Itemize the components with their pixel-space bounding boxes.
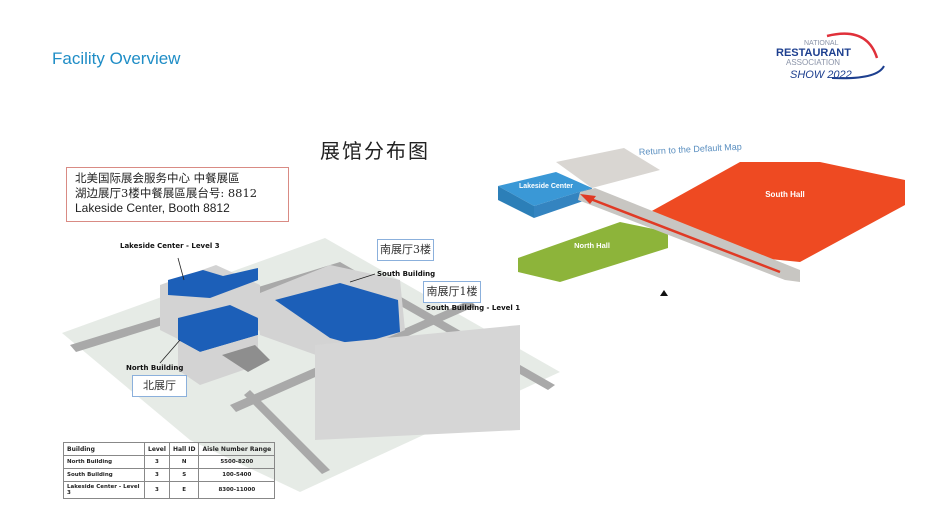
map-title: 展馆分布图 — [320, 139, 430, 163]
page-title: Facility Overview — [52, 49, 181, 68]
north-building — [178, 335, 258, 385]
col-aisle-range: Aisle Number Range — [198, 442, 276, 456]
logo-swoosh-icon: NATIONAL RESTAURANT ASSOCIATION SHOW 202… — [776, 32, 885, 81]
cell-building: Lakeside Center - Level 3 — [63, 481, 145, 499]
col-building: Building — [63, 442, 145, 456]
label-lakeside-level3: Lakeside Center - Level 3 — [120, 242, 220, 250]
the-hotel — [222, 345, 270, 372]
cursor-triangle-icon — [660, 290, 668, 296]
south-hall-level1-cn-label: 南展厅1楼 — [423, 281, 481, 303]
left-isometric-map: Lakeside Center - Level 3 South Building… — [62, 238, 560, 492]
cell-building: North Building — [63, 455, 145, 469]
table-header-row: Building Level Hall ID Aisle Number Rang… — [63, 442, 276, 456]
col-hall-id: Hall ID — [168, 442, 200, 456]
label-south-building-level1: South Building - Level 1 — [426, 304, 520, 312]
svg-text:NATIONAL: NATIONAL — [804, 40, 839, 47]
cell-level: 3 — [144, 468, 170, 482]
table-row: North Building 3 N 5500-8200 — [63, 455, 276, 469]
south-hall-label: South Hall — [765, 190, 805, 199]
svg-text:SHOW 2022: SHOW 2022 — [790, 69, 852, 81]
south-building-lower — [315, 325, 520, 440]
arrow-head-icon — [580, 194, 596, 204]
return-to-default-map-link[interactable]: Return to the Default Map — [639, 142, 742, 157]
booth-info-line3: Lakeside Center, Booth 8812 — [75, 201, 230, 215]
cell-hall-id: S — [168, 468, 200, 482]
right-isometric-map: Return to the Default Map Lakeside Cente… — [498, 142, 905, 296]
booth-info-box: 北美国际展会服务中心 中餐展區 湖边展厅3楼中餐展區展台号: 8812 Lake… — [66, 167, 289, 222]
south-building-highlight — [275, 283, 400, 345]
nra-show-logo: NATIONAL RESTAURANT ASSOCIATION SHOW 202… — [772, 28, 887, 83]
annex-building — [556, 148, 660, 188]
road — [244, 390, 330, 474]
lakeside-center-block — [498, 172, 592, 206]
svg-text:RESTAURANT: RESTAURANT — [776, 47, 851, 59]
north-hall-label: North Hall — [574, 241, 610, 250]
south-hall-block — [650, 162, 905, 262]
north-hall-block — [518, 222, 668, 282]
svg-text:ASSOCIATION: ASSOCIATION — [786, 58, 840, 67]
col-level: Level — [144, 442, 170, 456]
south-hall-level3-cn-label: 南展厅3楼 — [377, 239, 434, 261]
cell-hall-id: E — [168, 481, 200, 499]
booth-info-line2: 湖边展厅3楼中餐展區展台号: 8812 — [75, 186, 258, 200]
booth-info-line1: 北美国际展会服务中心 中餐展區 — [75, 171, 240, 185]
cell-aisle-range: 8300-11000 — [198, 481, 276, 499]
cell-hall-id: N — [168, 455, 200, 469]
cell-aisle-range: 100-5400 — [198, 468, 276, 482]
north-building-highlight — [178, 305, 258, 352]
cell-aisle-range: 5500-8200 — [198, 455, 276, 469]
north-hall-cn-label: 北展厅 — [132, 375, 187, 397]
lakeside-center-label: Lakeside Center — [519, 183, 573, 190]
lakeside-level3-highlight — [168, 268, 258, 298]
label-north-building: North Building — [126, 364, 183, 372]
cell-building: South Building — [63, 468, 145, 482]
cell-level: 3 — [144, 455, 170, 469]
route-arrow — [587, 196, 781, 274]
cell-level: 3 — [144, 481, 170, 499]
label-south-building: South Building — [377, 270, 435, 278]
table-row: Lakeside Center - Level 3 3 E 8300-11000 — [63, 481, 276, 499]
hall-aisle-table: Building Level Hall ID Aisle Number Rang… — [63, 442, 276, 499]
table-row: South Building 3 S 100-5400 — [63, 468, 276, 482]
